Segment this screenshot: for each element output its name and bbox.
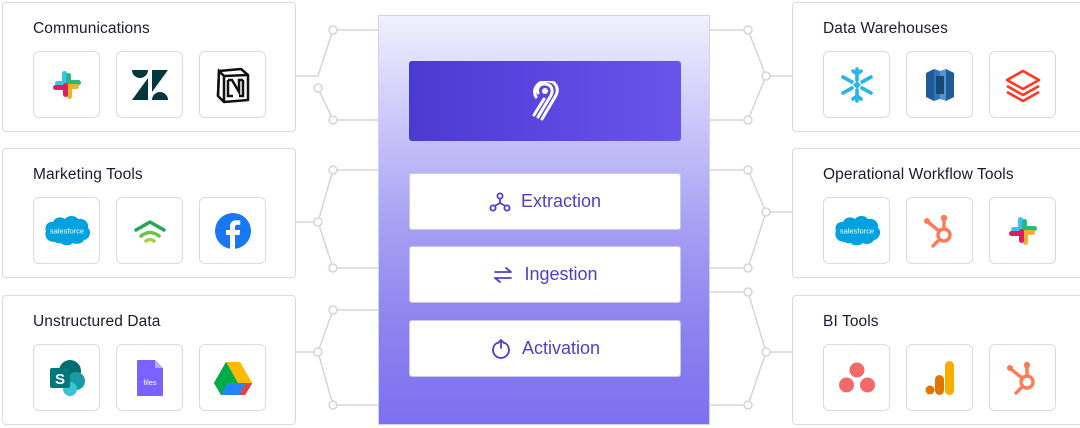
extraction-icon <box>489 192 511 211</box>
panel-title: Communications <box>33 20 150 37</box>
tile-zendesk[interactable] <box>116 51 183 118</box>
step-label: Ingestion <box>524 264 598 284</box>
slack-icon <box>1008 216 1037 245</box>
airbyte-logo-icon <box>532 81 559 121</box>
tile-redshift[interactable] <box>906 51 973 118</box>
step-ingestion[interactable]: Ingestion <box>409 246 681 303</box>
panel-communications: Communications <box>2 2 296 132</box>
tile-notion[interactable] <box>199 51 266 118</box>
step-label: Activation <box>521 338 601 358</box>
tile-hubspot[interactable] <box>906 197 973 264</box>
sharepoint-letter: S <box>54 371 64 388</box>
salesforce-text: salesforce <box>49 226 83 235</box>
salesforce-icon: salesforce <box>44 215 90 245</box>
google-analytics-icon <box>925 360 954 395</box>
notion-icon <box>216 67 249 103</box>
snowflake-icon <box>840 66 873 103</box>
tile-snowflake[interactable] <box>823 51 890 118</box>
panel-title: Unstructured Data <box>33 313 161 330</box>
hubspot-icon <box>923 214 952 248</box>
tile-google-analytics[interactable] <box>906 344 973 411</box>
activation-icon <box>492 338 510 359</box>
tile-databricks[interactable] <box>989 51 1056 118</box>
airbyte-hub: Extraction Ingestion Activation <box>378 15 710 425</box>
slack-icon <box>52 70 81 99</box>
redshift-icon <box>925 68 954 101</box>
tile-facebook[interactable] <box>199 197 266 264</box>
files-icon: files <box>136 359 163 396</box>
tile-salesforce[interactable]: salesforce <box>33 197 100 264</box>
salesforce-text: salesforce <box>839 226 873 235</box>
panel-bi-tools: BI Tools <box>792 295 1080 425</box>
tile-signal[interactable] <box>116 197 183 264</box>
panel-title: BI Tools <box>823 313 879 330</box>
panel-unstructured-data: Unstructured Data S files <box>2 295 296 425</box>
tile-asana[interactable] <box>823 344 890 411</box>
signal-icon <box>133 219 166 243</box>
tile-salesforce[interactable]: salesforce <box>823 197 890 264</box>
step-activation[interactable]: Activation <box>409 320 681 377</box>
ingestion-arrows-icon <box>494 266 513 283</box>
panel-title: Operational Workflow Tools <box>823 166 1014 183</box>
step-label: Extraction <box>520 191 602 211</box>
tile-hubspot[interactable] <box>989 344 1056 411</box>
zendesk-icon <box>131 69 168 100</box>
databricks-icon <box>1005 69 1040 102</box>
tile-sharepoint[interactable]: S <box>33 344 100 411</box>
sharepoint-icon: S <box>49 359 85 396</box>
panel-title: Marketing Tools <box>33 166 143 183</box>
panel-title: Data Warehouses <box>823 20 948 37</box>
tile-google-drive[interactable] <box>199 344 266 411</box>
facebook-icon <box>214 212 251 249</box>
step-extraction[interactable]: Extraction <box>409 173 681 230</box>
tile-files[interactable]: files <box>116 344 183 411</box>
panel-data-warehouses: Data Warehouses <box>792 2 1080 132</box>
asana-icon <box>838 362 875 392</box>
tile-slack[interactable] <box>33 51 100 118</box>
google-drive-icon <box>213 361 252 395</box>
tile-slack[interactable] <box>989 197 1056 264</box>
files-label: files <box>143 378 157 387</box>
panel-marketing-tools: Marketing Tools salesforce <box>2 148 296 278</box>
salesforce-icon: salesforce <box>834 215 880 245</box>
hub-logo-banner <box>409 61 681 141</box>
panel-operational-workflow-tools: Operational Workflow Tools salesforce <box>792 148 1080 278</box>
hubspot-icon <box>1006 361 1035 395</box>
